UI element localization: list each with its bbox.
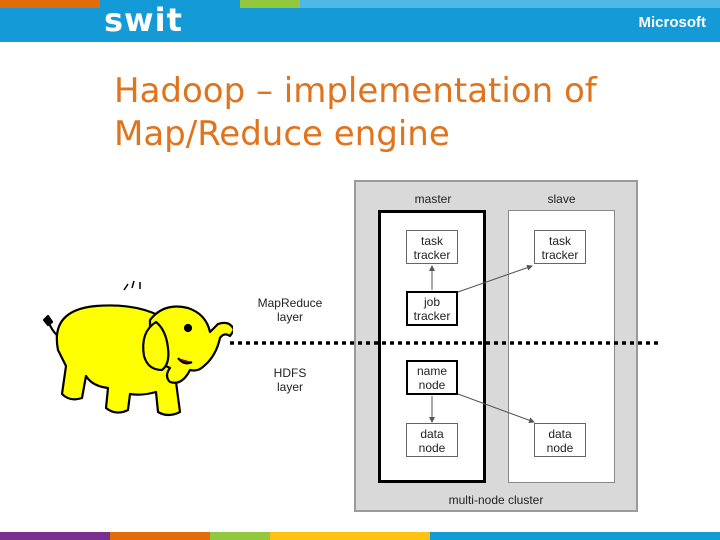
diagram-connectors [230, 180, 670, 480]
arrow-job-to-slave-task [458, 266, 532, 292]
arrow-name-to-slave-data [458, 394, 534, 422]
cluster-label: multi-node cluster [354, 493, 638, 507]
microsoft-logo: Microsoft [639, 14, 707, 31]
slide-title: Hadoop – implementation of Map/Reduce en… [114, 70, 674, 156]
mapreduce-label-line-1: MapReduce [258, 296, 323, 310]
mapreduce-layer-label: MapReduce layer [250, 296, 330, 324]
swit-logo: swit [104, 0, 183, 40]
title-line-1: Hadoop – implementation of [114, 71, 597, 111]
hdfs-label-line-1: HDFS [274, 366, 307, 380]
hdfs-layer-label: HDFS layer [250, 366, 330, 394]
footer-color-stripes [0, 532, 720, 540]
mapreduce-label-line-2: layer [277, 310, 303, 324]
hdfs-label-line-2: layer [277, 380, 303, 394]
hadoop-elephant-icon [38, 280, 233, 425]
title-line-2: Map/Reduce engine [114, 114, 450, 154]
